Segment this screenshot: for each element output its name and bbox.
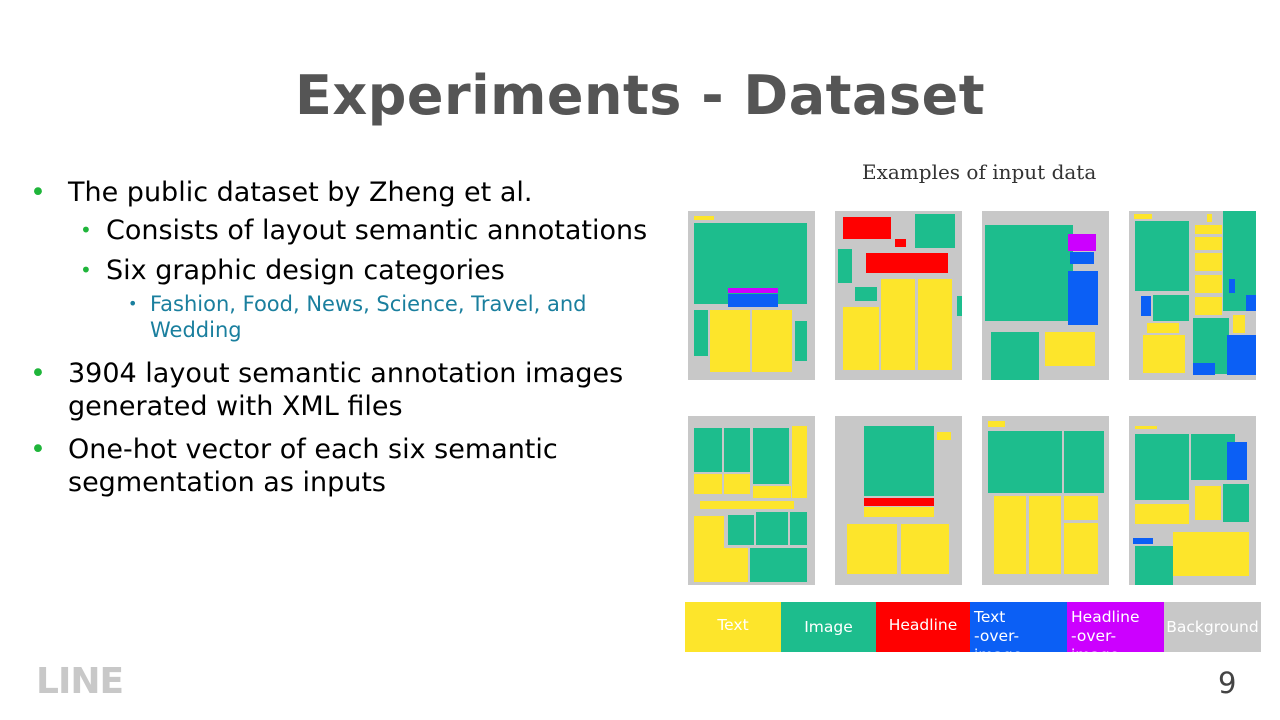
legend-text: Text <box>685 602 781 652</box>
figure-caption: Examples of input data <box>862 160 1097 184</box>
bullet-list: • The public dataset by Zheng et al. • C… <box>30 177 648 498</box>
slide-title: Experiments - Dataset <box>294 64 986 127</box>
bullet-categories-line1: Fashion, Food, News, Science, Travel, an… <box>150 292 587 316</box>
bullet-categories-line2: Wedding <box>150 318 242 342</box>
bullet-dot: • <box>30 434 46 465</box>
legend-background-label: Background <box>1166 618 1259 636</box>
bullet-1-sub-1-text: Consists of layout semantic annotations <box>106 215 648 246</box>
layout-example-3 <box>982 211 1109 380</box>
bullet-dot: • <box>80 218 92 242</box>
layout-example-4 <box>1129 211 1256 380</box>
bullet-dot: • <box>128 294 138 313</box>
legend-headline-over-image: Headline -over-image <box>1067 602 1164 664</box>
page-number: 9 <box>1218 666 1237 700</box>
bullet-3-line2: segmentation as inputs <box>68 467 386 498</box>
legend-background: Background <box>1164 602 1261 652</box>
layout-example-8 <box>1129 416 1256 585</box>
legend-text-over-image-line1: Text <box>974 608 1006 626</box>
layout-example-7 <box>982 416 1109 585</box>
bullet-dot: • <box>80 258 92 282</box>
layout-example-2 <box>835 211 962 380</box>
line-logo: LINE <box>36 661 124 702</box>
bullet-3-line1: One-hot vector of each six semantic <box>68 434 558 465</box>
bullet-dot: • <box>30 358 46 389</box>
legend-text-over-image: Text -over-image <box>970 602 1067 664</box>
bullet-2-line1: 3904 layout semantic annotation images <box>68 358 624 389</box>
legend-headline-over-image-line1: Headline <box>1071 608 1140 626</box>
bullet-2-line2: generated with XML files <box>68 391 403 422</box>
legend-headline: Headline <box>876 602 970 652</box>
legend-text-over-image-line2: -over-image <box>974 627 1023 664</box>
bullet-1-text: The public dataset by Zheng et al. <box>68 177 533 208</box>
bullet-1-sub-2-text: Six graphic design categories <box>106 255 505 286</box>
legend-headline-label: Headline <box>888 616 958 634</box>
legend-text-label: Text <box>717 616 749 634</box>
layout-example-5 <box>688 416 815 585</box>
legend-headline-over-image-line2: -over-image <box>1071 627 1120 664</box>
legend-image-label: Image <box>804 618 853 636</box>
legend-image: Image <box>781 602 876 652</box>
layout-example-1 <box>688 211 815 380</box>
bullet-dot: • <box>30 177 46 208</box>
layout-example-6 <box>835 416 962 585</box>
